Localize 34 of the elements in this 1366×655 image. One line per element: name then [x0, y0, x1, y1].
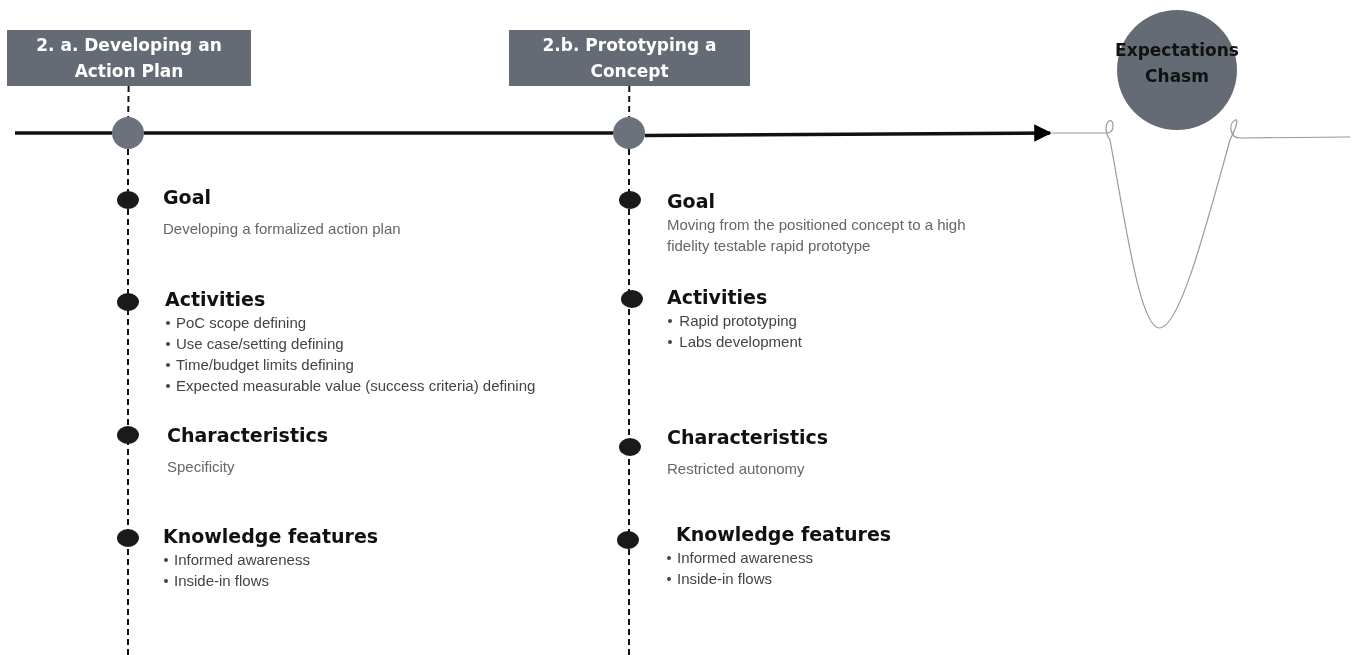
section-heading: Activities	[667, 286, 768, 308]
bullet-item: PoC scope defining	[165, 312, 307, 333]
timeline-line	[15, 131, 112, 135]
dashed-line	[628, 85, 631, 118]
milestone-dot	[112, 117, 144, 149]
body-text: Specificity	[167, 457, 236, 477]
bullet-item: Use case/setting defining	[165, 333, 344, 354]
section-heading: Goal	[163, 186, 211, 208]
body-text: Developing a formalized action plan	[163, 219, 402, 239]
section-heading: Characteristics	[667, 426, 829, 448]
dashed-line	[127, 148, 129, 655]
section-heading: Knowledge features	[163, 525, 379, 547]
bullet-item: Inside-in flows	[666, 568, 773, 589]
body-text: Moving from the positioned concept to a high fidelity testable rapid prototype	[667, 215, 967, 256]
bullet-item: Expected measurable value (success criteria) defining	[165, 375, 536, 396]
timeline-arrow	[644, 124, 1052, 142]
timeline-line	[144, 131, 613, 135]
section-heading: Activities	[165, 288, 266, 310]
body-text: Restricted autonomy	[667, 459, 806, 479]
dashed-line	[628, 148, 630, 655]
bullet-item: Time/budget limits defining	[165, 354, 354, 375]
milestone-dot	[613, 117, 645, 149]
section-heading: Goal	[667, 190, 715, 212]
section-heading: Knowledge features	[676, 523, 892, 545]
phase-label: 2.b. Prototyping a Concept	[509, 30, 750, 86]
dashed-line	[127, 85, 130, 118]
phase-label: 2. a. Developing an Action Plan	[7, 30, 251, 86]
bullet-item: Informed awareness	[666, 547, 813, 568]
bullet-item: Rapid prototyping	[667, 310, 797, 331]
bullet-item: Informed awareness	[163, 549, 310, 570]
section-heading: Characteristics	[167, 424, 329, 446]
chasm-curve	[1051, 119, 1351, 329]
bullet-item: Labs development	[667, 331, 802, 352]
bullet-item: Inside-in flows	[163, 570, 270, 591]
